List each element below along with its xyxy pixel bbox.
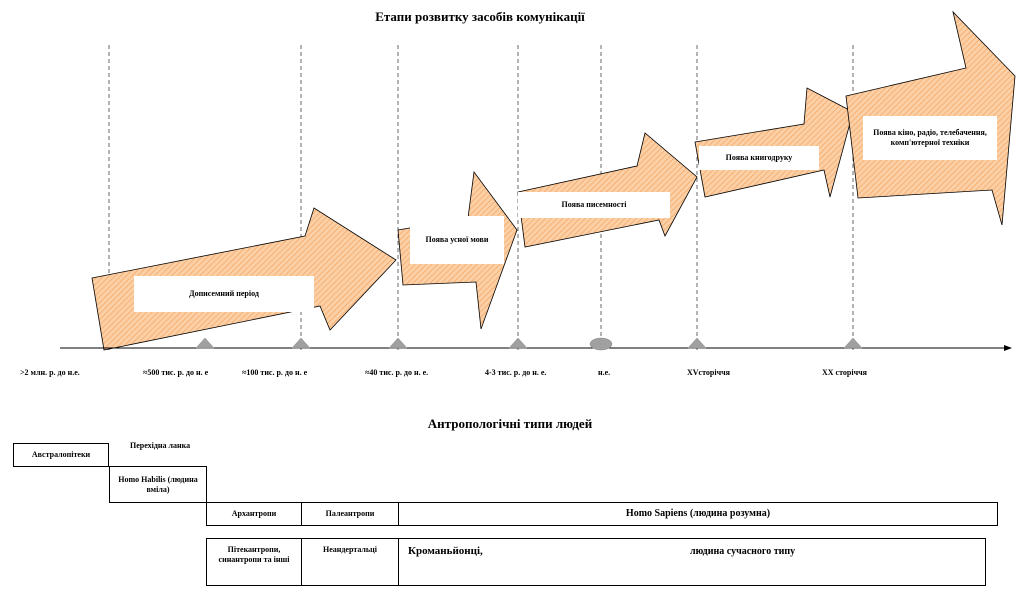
type-homo-habilis: Homo Habilis (людина вміла) xyxy=(109,466,207,503)
type-neanderthals: Неандертальці xyxy=(301,538,399,586)
stage-arrow-4 xyxy=(694,87,854,198)
stage-label-3: Поява писемності xyxy=(518,192,670,218)
timeline-label: XX сторіччя xyxy=(822,368,867,377)
diagram-subtitle: Антропологічні типи людей xyxy=(427,416,593,431)
stage-label-2: Поява усної мови xyxy=(410,216,504,264)
type-pithecanthropes: Пітекантропи, синантропи та інші xyxy=(206,538,302,586)
timeline-label: ≈500 тис. р. до н. е xyxy=(143,368,209,377)
tick-marker xyxy=(687,337,707,349)
tick-marker xyxy=(843,337,863,349)
timeline-label: XVсторіччя xyxy=(687,368,730,377)
type-cromagnons: Кроманьйонці, xyxy=(408,545,483,557)
type-transitional: Перехідна ланка xyxy=(130,441,191,450)
type-archanthropes: Архантропи xyxy=(206,502,302,526)
stage-label-5: Поява кіно, радіо, телебачення, комп'юте… xyxy=(863,116,997,160)
type-modern-container xyxy=(398,538,986,586)
tick-marker xyxy=(195,337,215,349)
type-paleoanthropes: Палеантропи xyxy=(301,502,399,526)
timeline-axis-arrowhead xyxy=(1004,345,1012,351)
stage-label-1: Дописемний період xyxy=(134,276,314,312)
timeline-label: ≈40 тис. р. до н. е. xyxy=(365,368,429,377)
tick-marker xyxy=(589,337,613,351)
timeline-label: ≈100 тис. р. до н. е xyxy=(242,368,308,377)
stage-arrow-3 xyxy=(517,132,698,248)
tick-marker xyxy=(508,337,528,349)
type-modern-human: людина сучасного типу xyxy=(690,546,796,557)
timeline-label: 4-3 тис. р. до н. е. xyxy=(485,368,547,377)
type-australopithecus: Австралопітеки xyxy=(13,443,109,467)
timeline-label: >2 млн. р. до н.е. xyxy=(20,368,80,377)
tick-marker xyxy=(388,337,408,349)
tick-marker xyxy=(291,337,311,349)
type-homo-sapiens: Homo Sapiens (людина розумна) xyxy=(398,502,998,526)
diagram-title: Етапи розвитку засобів комунікації xyxy=(375,9,585,24)
timeline-label: н.е. xyxy=(598,368,611,377)
stage-label-4: Поява книгодруку xyxy=(699,146,819,170)
